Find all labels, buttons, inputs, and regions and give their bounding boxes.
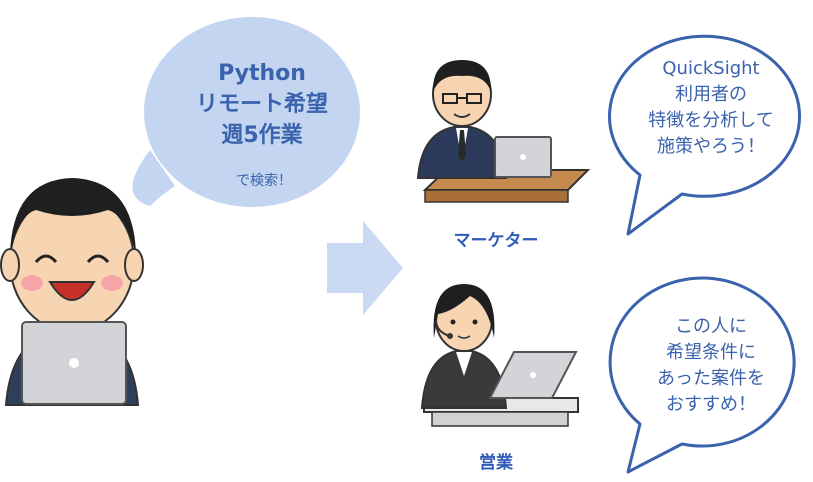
left-bubble-line: リモート希望: [195, 92, 328, 117]
marketer-label: マーケター: [453, 231, 539, 251]
sales-speech-bubble: [608, 276, 796, 474]
marketer-bubble-line: 施策やろう！: [657, 136, 765, 157]
marketer-speech-bubble: [608, 34, 801, 236]
sales-bubble-line: 希望条件に: [666, 342, 756, 363]
sales-bubble-text: この人に 希望条件に あった案件を おすすめ！: [636, 314, 786, 418]
left-bubble-subtext: で検索！: [236, 173, 292, 189]
left-bubble-line: 週5作業: [221, 123, 303, 148]
marketer-bubble-line: 特徴を分析して: [648, 110, 774, 131]
left-speech-bubble: [132, 17, 360, 207]
left-bubble-text: Python リモート希望 週5作業: [152, 58, 372, 151]
sales-label: 営業: [479, 453, 513, 473]
marketer-bubble-line: QuickSight: [662, 58, 760, 79]
sales-bubble-line: おすすめ！: [666, 394, 756, 415]
marketer-bubble-line: 利用者の: [675, 84, 747, 105]
marketer-illustration: [416, 60, 591, 203]
flow-arrow: [327, 221, 403, 315]
left-bubble-line: Python: [218, 61, 306, 86]
job-seeker-illustration: [0, 178, 144, 406]
sales-bubble-line: あった案件を: [657, 368, 765, 389]
sales-bubble-line: この人に: [675, 316, 747, 337]
marketer-bubble-text: QuickSight 利用者の 特徴を分析して 施策やろう！: [636, 56, 786, 160]
sales-illustration: [420, 284, 579, 427]
